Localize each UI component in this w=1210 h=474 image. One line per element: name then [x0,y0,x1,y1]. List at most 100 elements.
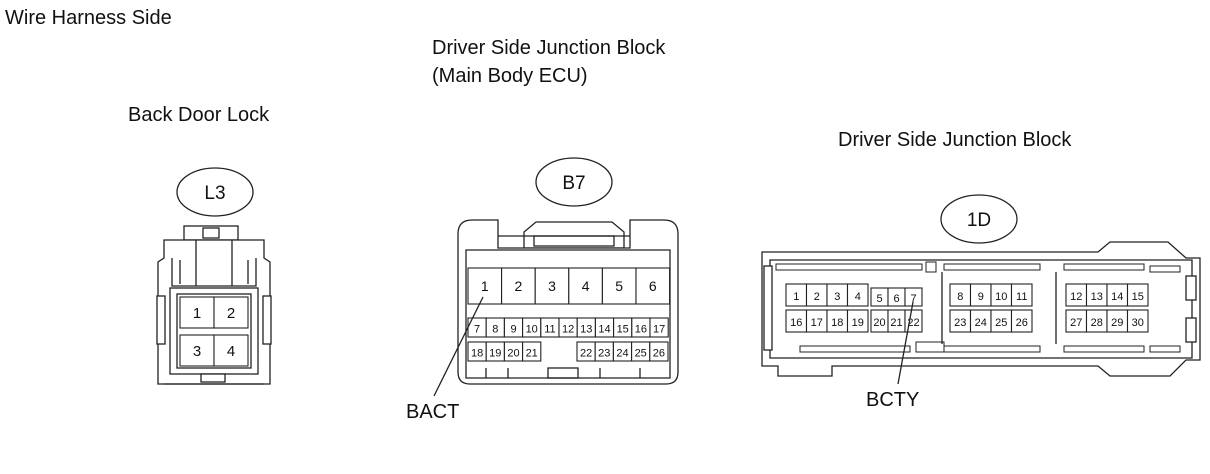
b7-pin-2: 2 [515,278,523,294]
b7-pin-4: 4 [582,278,590,294]
b7-pin-10: 10 [526,324,538,336]
b7-pin-1: 1 [481,278,489,294]
1d-pin-24: 24 [975,317,987,329]
b7-title-line2: (Main Body ECU) [432,65,588,87]
1d-code: 1D [967,210,991,231]
1d-pin-15-cell [1126,283,1149,307]
b7-pin-8: 8 [492,324,498,336]
b7-pin-17: 17 [653,324,665,336]
1d-pin-17: 17 [811,317,823,329]
l3-title: Back Door Lock [128,104,270,126]
1d-housing [761,241,1201,377]
1d-pin-26: 26 [1016,317,1028,329]
1d-pin-18: 18 [831,317,843,329]
l3-pin-3: 3 [193,343,201,360]
1d-pin-11: 11 [1016,291,1027,303]
l3-pin-cell [213,334,249,367]
b7-pin-21: 21 [526,348,538,360]
b7-pin-6: 6 [649,278,657,294]
l3-pin-2: 2 [227,305,235,322]
b7-pin-6-cell [635,267,671,305]
1d-pin-7: 7 [910,293,916,305]
b7-pin-18: 18 [471,348,483,360]
1d-pin-26-cell [1010,309,1033,333]
1d-pin-30-cell [1126,309,1149,333]
b7-pin-19: 19 [489,348,501,360]
b7-pin-9: 9 [510,324,516,336]
l3-pin-1: 1 [193,305,201,322]
1d-pin-19: 19 [852,317,864,329]
b7-pin-21-cell [522,341,542,362]
1d-pin-19-cell [846,309,869,333]
1d-pin-4-cell [846,283,869,307]
page-header: Wire Harness Side [5,7,172,29]
b7-pin-26-cell [649,341,669,362]
1d-pin-12: 12 [1070,291,1082,303]
b7-pin-3-cell [534,267,570,305]
b7-pin-17-cell [649,317,669,338]
b7-callout: BACT [406,401,459,423]
b7-pin-4-cell [568,267,603,305]
1d-pin-28: 28 [1091,317,1103,329]
1d-pin-1: 1 [793,291,799,303]
l3-code: L3 [204,183,225,204]
1d-pin-25: 25 [995,317,1007,329]
b7-pin-16: 16 [635,324,647,336]
1d-pin-21: 21 [890,317,902,329]
1d-pin-27: 27 [1070,317,1082,329]
b7-pin-3: 3 [548,278,556,294]
b7-pin-5-cell [601,267,637,305]
b7-pin-13: 13 [580,324,592,336]
1d-pin-30: 30 [1132,317,1144,329]
b7-pin-5: 5 [615,278,623,294]
1d-pin-15: 15 [1132,291,1144,303]
l3-code-oval [176,167,254,217]
1d-pin-8: 8 [957,291,963,303]
b7-title-line1: Driver Side Junction Block [432,37,666,59]
1d-pin-7-cell [904,287,923,307]
1d-callout: BCTY [866,389,919,411]
1d-pin-4: 4 [855,291,861,303]
l3-pin-cell [179,334,215,367]
b7-pin-7: 7 [474,324,480,336]
1d-pin-16: 16 [790,317,802,329]
connector-b7: Driver Side Junction Block (Main Body EC… [406,37,679,423]
b7-pin-26: 26 [653,348,665,360]
b7-code: B7 [562,173,585,194]
1d-pin-10: 10 [995,291,1007,303]
l3-pin-4: 4 [227,343,235,360]
l3-pin-cell [213,296,249,329]
1d-title: Driver Side Junction Block [838,129,1072,151]
1d-pin-29: 29 [1111,317,1123,329]
b7-code-oval [535,157,613,207]
b7-pin-25: 25 [635,348,647,360]
1d-pin-22: 22 [907,317,919,329]
b7-pin-11: 11 [544,324,555,336]
b7-pin-20: 20 [507,348,519,360]
1d-pin-20: 20 [873,317,885,329]
1d-pin-3: 3 [834,291,840,303]
1d-pin-11-cell [1010,283,1033,307]
b7-pin-23: 23 [598,348,610,360]
connector-l3: Back Door Lock L3 [128,104,272,385]
1d-pin-23: 23 [954,317,966,329]
1d-pin-22-cell [904,309,923,333]
1d-pin-9: 9 [978,291,984,303]
b7-pin-15: 15 [617,324,629,336]
1d-pin-6: 6 [893,293,899,305]
1d-pin-14: 14 [1111,291,1123,303]
1d-pin-2: 2 [814,291,820,303]
b7-pin-12: 12 [562,324,574,336]
l3-pin-grid: 1 2 3 4 [179,296,249,367]
b7-pin-24: 24 [616,348,628,360]
b7-pin-14: 14 [598,324,610,336]
1d-pin-13: 13 [1091,291,1103,303]
1d-callout-line [897,301,914,385]
1d-code-oval [940,194,1018,244]
b7-pin-22: 22 [580,348,592,360]
1d-pin-5: 5 [876,293,882,305]
